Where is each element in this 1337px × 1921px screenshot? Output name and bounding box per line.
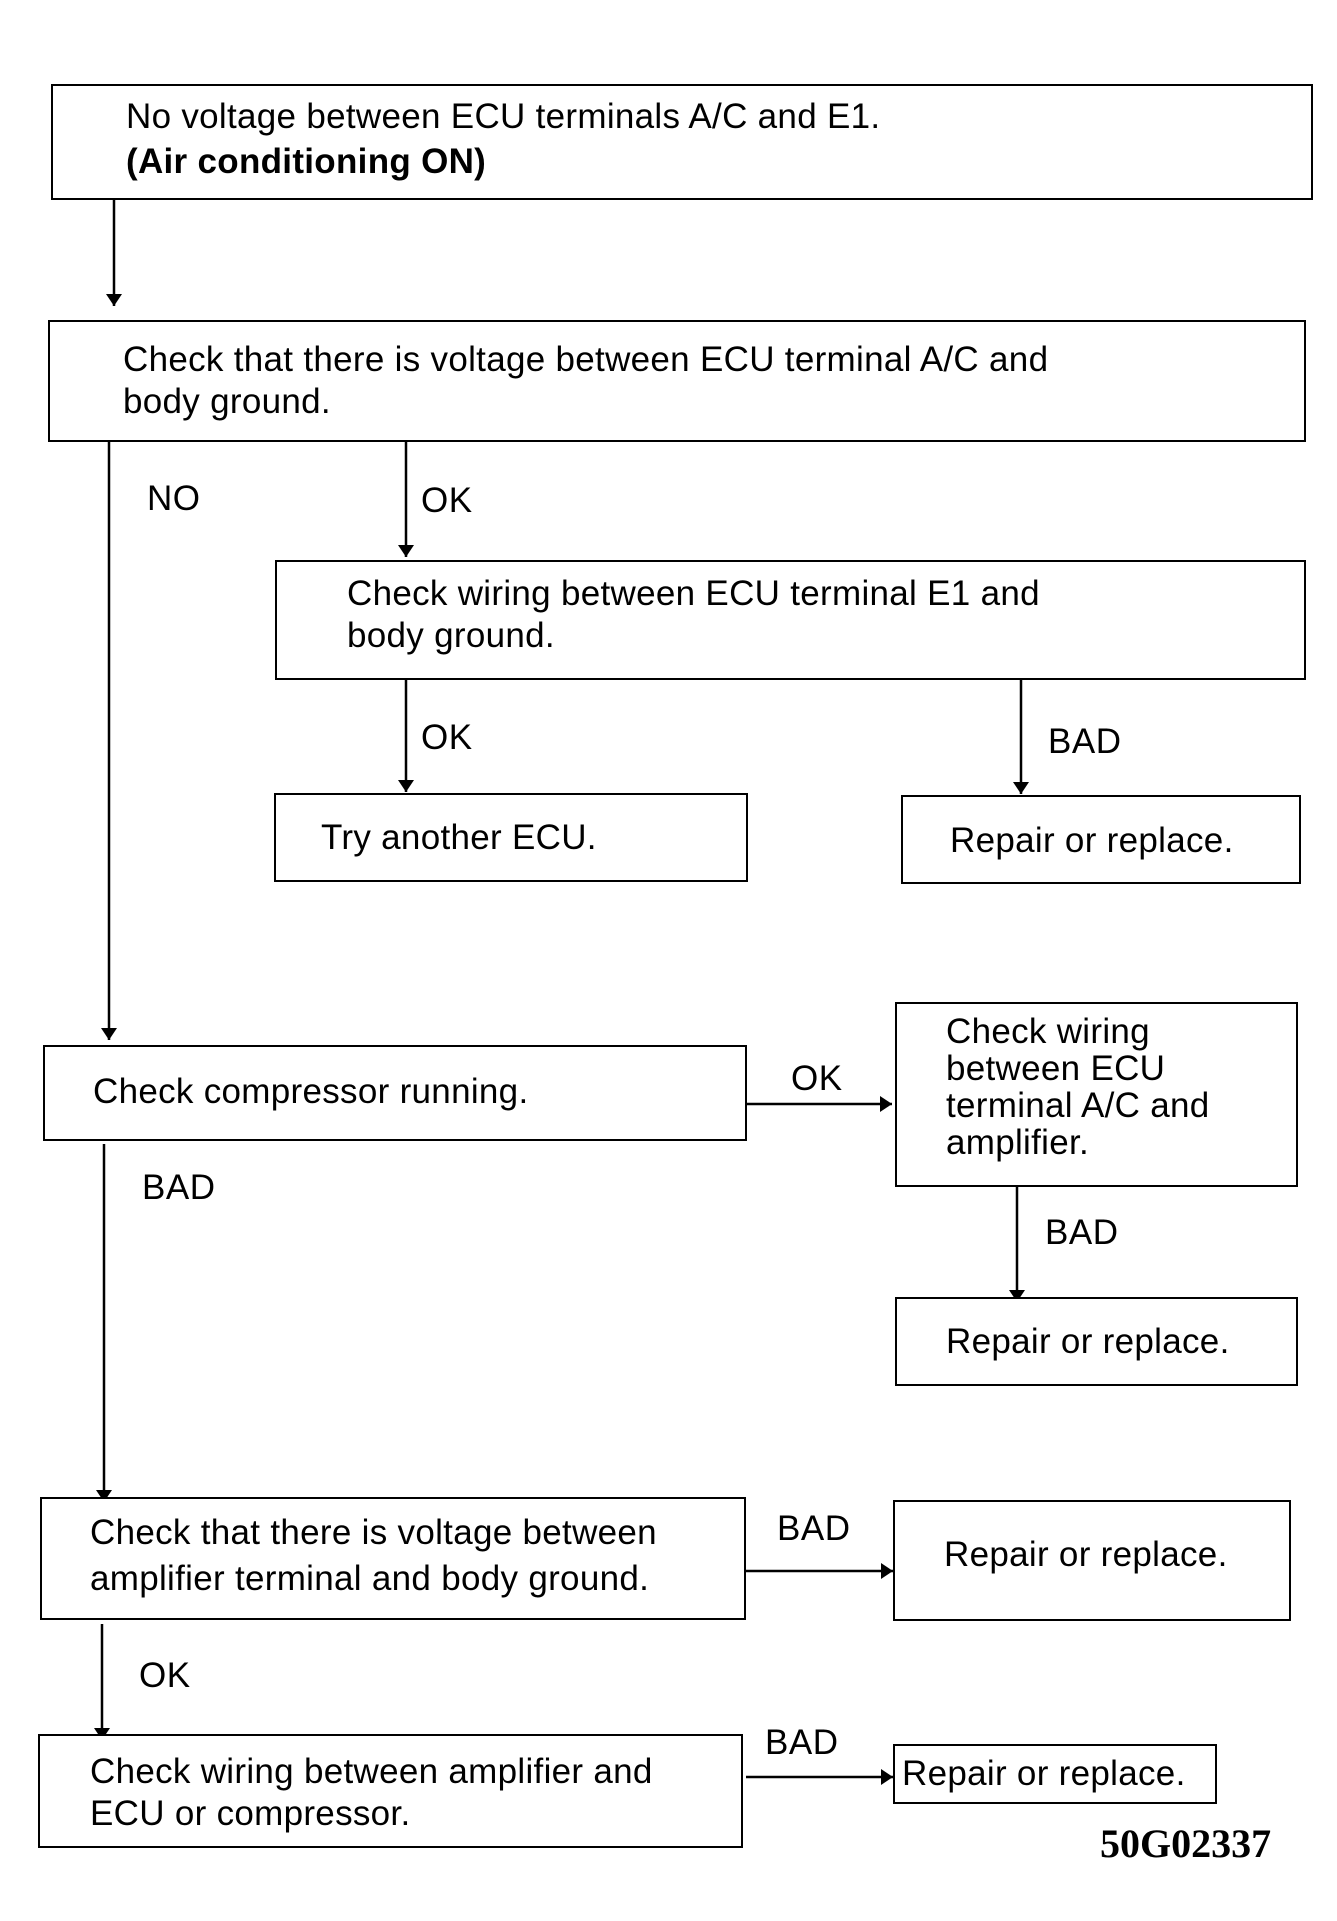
step2-ok-label: OK: [421, 718, 473, 757]
step6-repair-box: [893, 1744, 1217, 1804]
step4-box: [895, 1002, 1298, 1187]
title-line1: No voltage between ECU terminals A/C and…: [126, 97, 881, 136]
step3-box: [43, 1045, 747, 1141]
step5-bad-label: BAD: [777, 1509, 851, 1548]
step5-repair-box: [893, 1500, 1291, 1621]
step4-line4: amplifier.: [946, 1123, 1090, 1162]
step2-repair-box: [901, 795, 1301, 884]
step1-no-label: NO: [147, 479, 201, 518]
step5-line2: amplifier terminal and body ground.: [90, 1559, 650, 1598]
step1-ok-label: OK: [421, 481, 473, 520]
try-another-ecu-box: [274, 793, 748, 882]
step4-repair-text: Repair or replace.: [946, 1322, 1230, 1361]
step5-line1: Check that there is voltage between: [90, 1513, 657, 1552]
step3-bad-label: BAD: [142, 1168, 216, 1207]
step5-ok-label: OK: [139, 1656, 191, 1695]
step2-bad-label: BAD: [1048, 722, 1122, 761]
step5-repair-text: Repair or replace.: [944, 1535, 1228, 1574]
step6-box: [38, 1734, 743, 1848]
step3-text: Check compressor running.: [93, 1072, 529, 1111]
step4-line2: between ECU: [946, 1049, 1166, 1088]
step1-line2: body ground.: [123, 382, 331, 421]
step6-repair-text: Repair or replace.: [902, 1754, 1186, 1793]
step4-bad-label: BAD: [1045, 1213, 1119, 1252]
step2-line1: Check wiring between ECU terminal E1 and: [347, 574, 1040, 613]
step2-box: [275, 560, 1306, 680]
step1-box: [48, 320, 1306, 442]
step6-line1: Check wiring between amplifier and: [90, 1752, 653, 1791]
step4-line3: terminal A/C and: [946, 1086, 1210, 1125]
step1-line1: Check that there is voltage between ECU …: [123, 340, 1049, 379]
step4-line1: Check wiring: [946, 1012, 1150, 1051]
step6-line2: ECU or compressor.: [90, 1794, 411, 1833]
step4-repair-box: [895, 1297, 1298, 1386]
title-box: [51, 84, 1313, 200]
step2-line2: body ground.: [347, 616, 555, 655]
step3-ok-label: OK: [791, 1059, 843, 1098]
step5-box: [40, 1497, 746, 1620]
step6-bad-label: BAD: [765, 1723, 839, 1762]
step2-repair-text: Repair or replace.: [950, 821, 1234, 860]
title-line2: (Air conditioning ON): [126, 142, 487, 181]
figure-code: 50G02337: [1100, 1821, 1272, 1866]
try-another-ecu-text: Try another ECU.: [321, 818, 597, 857]
